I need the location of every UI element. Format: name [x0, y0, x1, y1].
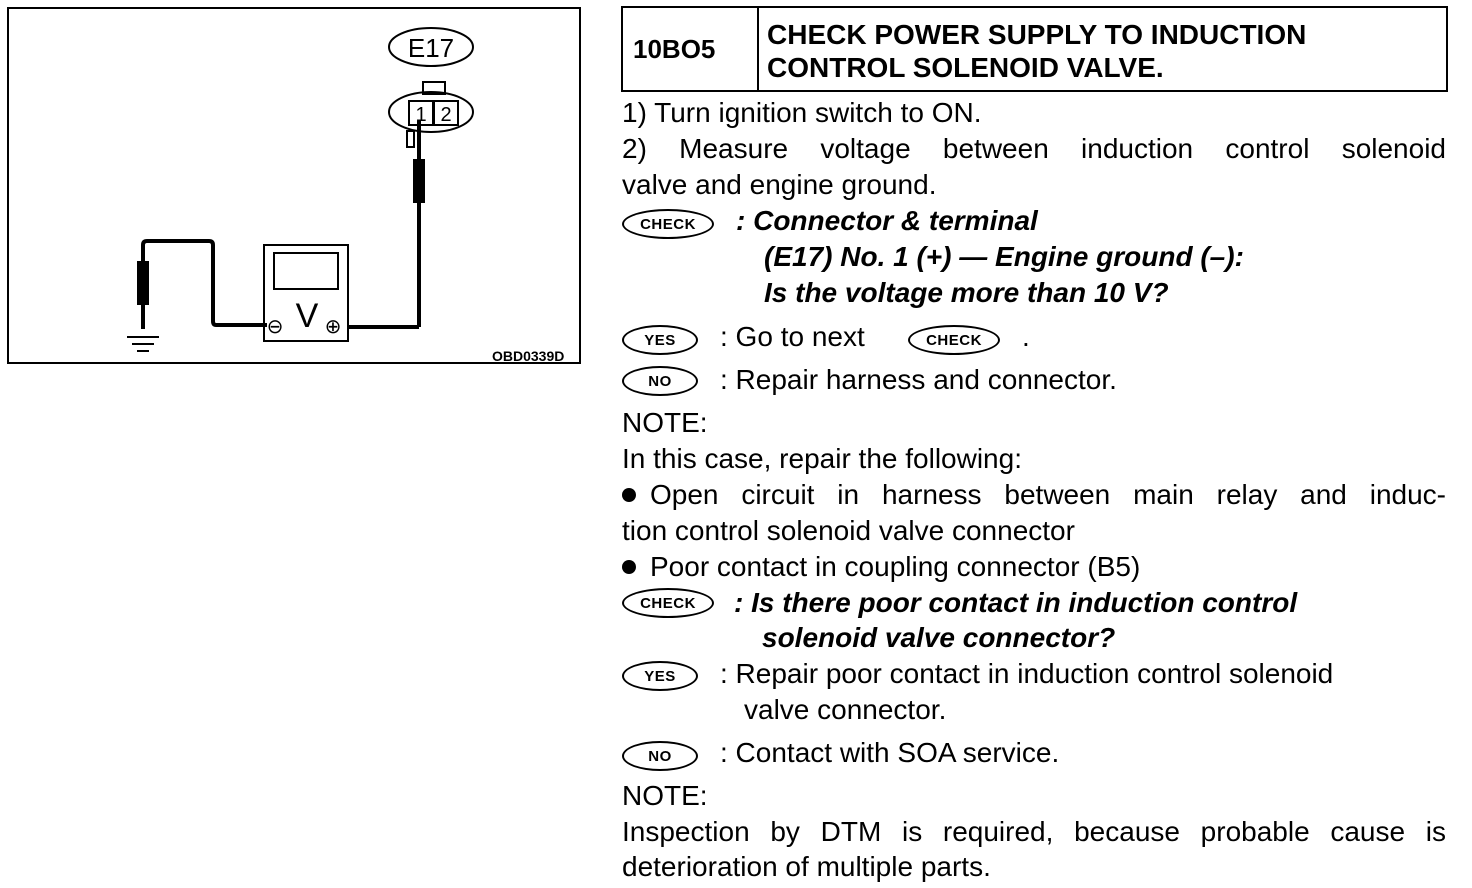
step-1: 1) Turn ignition switch to ON. [622, 97, 982, 128]
voltmeter-symbol: V [296, 297, 319, 335]
probe-plus [413, 159, 425, 203]
title-line-2: CONTROL SOLENOID VALVE. [767, 52, 1164, 83]
check-1-line-1: : Connector & terminal [736, 205, 1038, 236]
bullet-icon [622, 559, 636, 574]
note-1-bullet-1-cont: tion control solenoid valve connector [622, 515, 1075, 546]
no-1-text: : Repair harness and connector. [720, 364, 1117, 395]
minus-terminal: ⊖ [267, 314, 284, 338]
note-2-line-1: Inspection by DTM is required, because p… [622, 816, 1446, 847]
check-2-line-2: solenoid valve connector? [762, 622, 1116, 653]
check-1-line-3: Is the voltage more than 10 V? [764, 277, 1169, 308]
check-1-line-2: (E17) No. 1 (+) — Engine ground (–): [764, 241, 1244, 272]
circuit-drawing: E17 1 2 V ⊖ ⊕ [127, 27, 474, 352]
connector-label-oval [388, 27, 474, 67]
step-2-line-1: 2) Measure voltage between induction con… [622, 133, 1446, 164]
yes-badge-1: YES [622, 325, 698, 355]
yes-2-line-2: valve connector. [744, 694, 947, 725]
step-code: 10BO5 [623, 8, 759, 90]
connector-label: E17 [408, 33, 454, 63]
note-1-intro: In this case, repair the following: [622, 443, 1022, 474]
check-badge-inline: CHECK [908, 325, 1000, 355]
no-2-text: : Contact with SOA service. [720, 737, 1060, 768]
title-line-1: CHECK POWER SUPPLY TO INDUCTION [767, 19, 1307, 50]
bullet-icon [622, 487, 636, 502]
step-2-line-2: valve and engine ground. [622, 169, 937, 200]
probe-minus [137, 261, 149, 305]
check-badge-2: CHECK [622, 588, 714, 618]
pin-1: 1 [415, 104, 426, 126]
yes-1-period: . [1022, 321, 1030, 352]
note-1-bullet-1: Open circuit in harness between main rel… [622, 478, 1446, 511]
connector-oval [388, 91, 474, 133]
note-2-line-2: deterioration of multiple parts. [622, 851, 991, 882]
no-badge-1: NO [622, 366, 698, 396]
check-badge-1: CHECK [622, 209, 714, 239]
note-1-label: NOTE: [622, 407, 708, 438]
note-1-bullet-2: Poor contact in coupling connector (B5) [622, 550, 1140, 583]
yes-1-text: : Go to next [720, 321, 865, 352]
plus-terminal: ⊕ [325, 314, 342, 338]
voltmeter [263, 244, 349, 342]
pin-2: 2 [440, 104, 451, 126]
check-2-line-1: : Is there poor contact in induction con… [734, 587, 1298, 618]
yes-badge-2: YES [622, 661, 698, 691]
step-header: 10BO5 CHECK POWER SUPPLY TO INDUCTION CO… [621, 6, 1448, 92]
no-badge-2: NO [622, 741, 698, 771]
step-title: CHECK POWER SUPPLY TO INDUCTION CONTROL … [759, 8, 1446, 90]
wiring-diagram: E17 1 2 V ⊖ ⊕ OBD0339D [7, 7, 581, 364]
note-2-label: NOTE: [622, 780, 708, 811]
yes-2-line-1: : Repair poor contact in induction contr… [720, 658, 1334, 689]
figure-id: OBD0339D [492, 348, 565, 364]
